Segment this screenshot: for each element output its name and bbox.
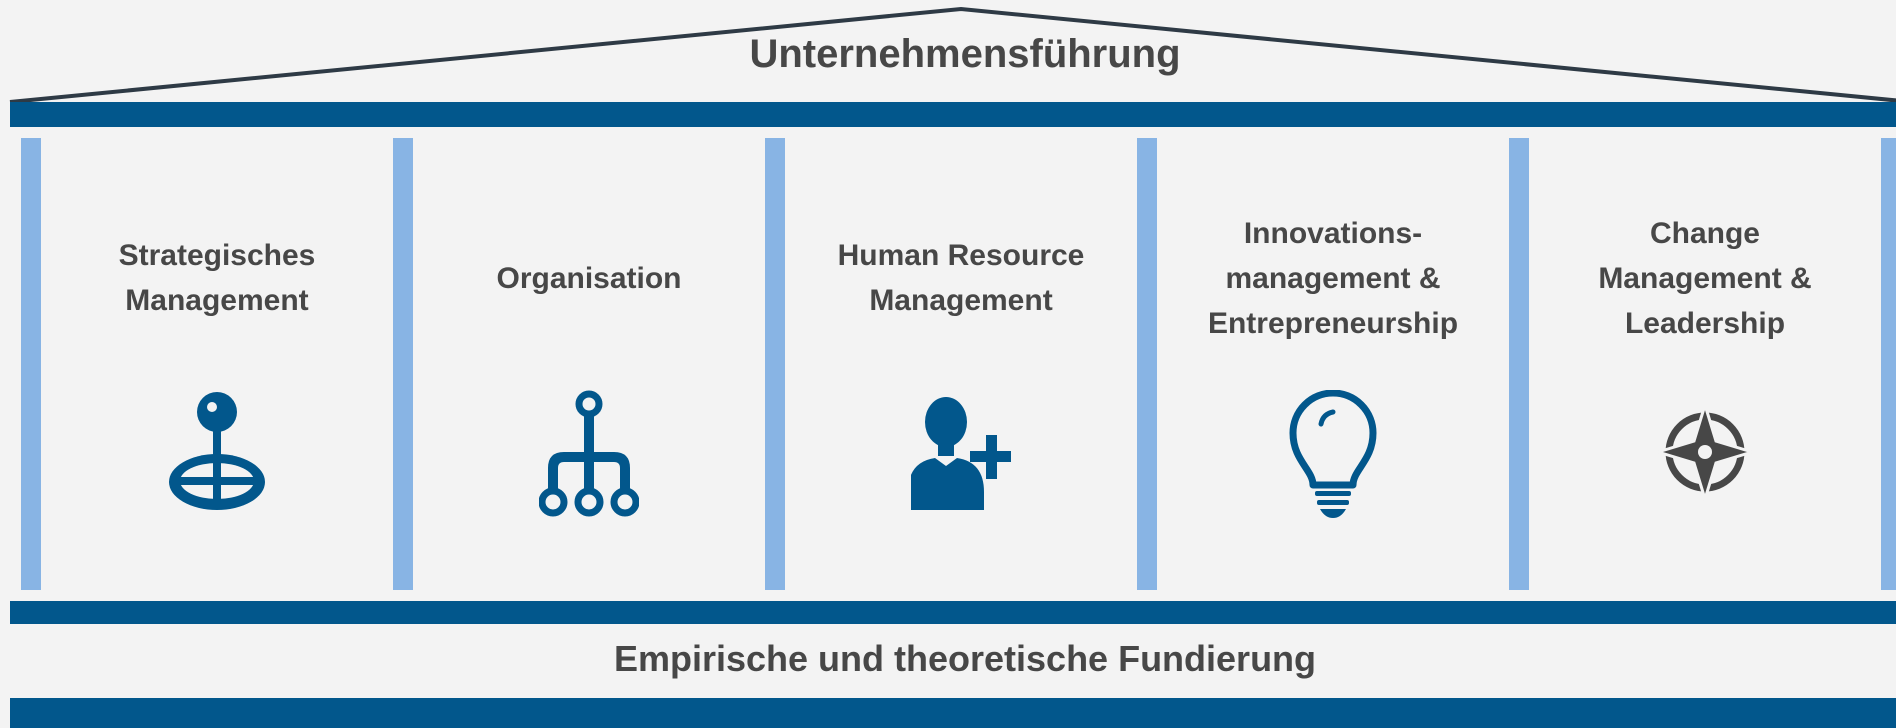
column-label: Human Resource Management xyxy=(837,239,1085,317)
column-change-management-leadership: Change Management & Leadership xyxy=(1529,138,1881,590)
column-label: Strategisches Management xyxy=(118,239,316,317)
column-label: Innovations- management & Entrepreneursh… xyxy=(1207,216,1459,340)
foundation-base-beam xyxy=(10,698,1896,728)
foundation-label: Empirische und theoretische Fundierung xyxy=(613,638,1317,679)
joystick-icon xyxy=(169,392,265,510)
column-label: Organisation xyxy=(496,261,682,295)
pillar xyxy=(1137,138,1157,590)
roof-title: Unternehmensführung xyxy=(749,32,1181,76)
pillar xyxy=(1509,138,1529,590)
lightbulb-icon xyxy=(1289,390,1377,518)
column-label: Change Management & Leadership xyxy=(1598,216,1812,340)
roof-beam xyxy=(10,102,1896,127)
foundation-top-beam xyxy=(10,601,1896,624)
column-organisation: Organisation xyxy=(413,138,765,590)
pillar xyxy=(393,138,413,590)
pillar xyxy=(765,138,785,590)
column-human-resource-management: Human Resource Management xyxy=(785,138,1137,590)
roof-outline xyxy=(9,6,1896,104)
org-hierarchy-icon xyxy=(539,390,639,517)
add-person-icon xyxy=(911,397,1011,510)
compass-icon xyxy=(1655,399,1755,505)
pillar xyxy=(21,138,41,590)
column-innovationsmanagement-entrepreneurship: Innovations- management & Entrepreneursh… xyxy=(1157,138,1509,590)
pillar xyxy=(1881,138,1896,590)
column-strategisches-management: Strategisches Management xyxy=(41,138,393,590)
